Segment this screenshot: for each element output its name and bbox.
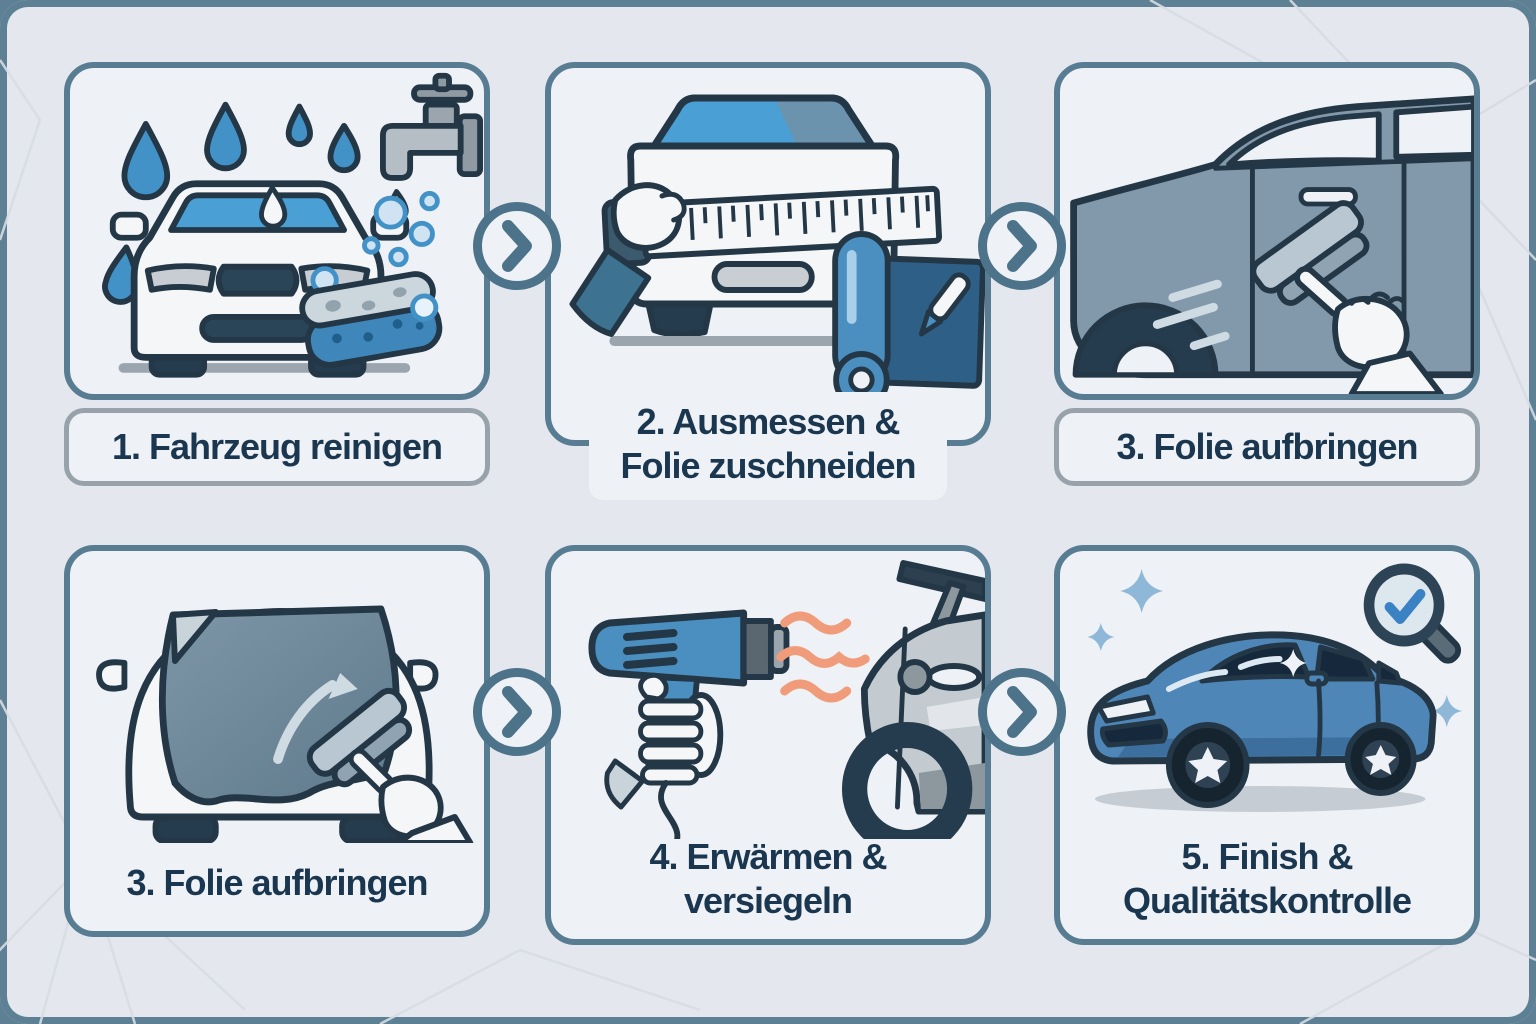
step-5-label: 4. Erwärmen & versiegeln	[561, 835, 975, 923]
car-wash-illustration	[102, 72, 484, 378]
step-2-label-line-2: Folie zuschneiden	[620, 444, 916, 486]
film-roll-and-cutter-icon	[832, 231, 985, 408]
hand-holding-ruler-icon	[569, 182, 687, 337]
step-connector-1	[473, 202, 561, 290]
measure-and-cut-film-illustration	[569, 94, 985, 408]
ground-line	[609, 336, 902, 346]
step-panel-6: 5. Finish & Qualitätskontrolle	[1054, 545, 1480, 945]
sponge-icon	[299, 271, 443, 368]
checkmark-icon	[1384, 589, 1426, 624]
step-5-illustration-panel: 4. Erwärmen & versiegeln	[545, 545, 991, 945]
car-door-section-icon	[841, 560, 985, 839]
step-panel-3: 3. Folie aufbringen	[1054, 62, 1480, 486]
step-connector-3	[473, 668, 561, 756]
direction-arrow-icon	[273, 673, 358, 764]
step-6-label-line-1: 5. Finish &	[1181, 836, 1353, 878]
heat-waves-icon	[776, 611, 870, 703]
step-2-label: 2. Ausmessen & Folie zuschneiden	[589, 392, 947, 500]
hand-icon	[348, 748, 474, 843]
apply-film-hood-illustration	[96, 605, 474, 843]
step-panel-5: 4. Erwärmen & versiegeln	[545, 545, 991, 945]
car-side-icon	[1070, 95, 1474, 379]
chevron-right-icon	[1007, 220, 1037, 272]
step-2-label-line-1: 2. Ausmessen &	[636, 401, 901, 442]
finished-car-icon	[1087, 631, 1437, 808]
step-2-illustration-panel	[545, 62, 991, 446]
step-3-label: 3. Folie aufbringen	[1054, 408, 1480, 486]
heat-gun-icon	[588, 609, 790, 839]
step-6-label: 5. Finish & Qualitätskontrolle	[1070, 835, 1464, 923]
step-connector-4	[978, 668, 1066, 756]
step-panel-1: 1. Fahrzeug reinigen	[64, 62, 490, 486]
squeegee-icon	[306, 687, 413, 788]
step-panel-2: 2. Ausmessen & Folie zuschneiden	[545, 62, 991, 500]
step-panel-4: 3. Folie aufbringen	[64, 545, 490, 937]
heat-gun-sealing-illustration	[588, 560, 985, 839]
step-3-illustration-panel	[1054, 62, 1480, 400]
chevron-right-icon	[502, 220, 532, 272]
motion-lines	[1152, 279, 1230, 351]
faucet-icon	[380, 72, 484, 222]
step-4-illustration-panel: 3. Folie aufbringen	[64, 545, 490, 937]
step-1-label-text: 1. Fahrzeug reinigen	[111, 426, 443, 468]
step-1-label: 1. Fahrzeug reinigen	[64, 408, 490, 486]
magnifier-check-icon	[1363, 563, 1462, 664]
step-6-label-line-2: Qualitätskontrolle	[1122, 880, 1412, 922]
hand-icon	[1294, 265, 1444, 394]
step-connector-2	[978, 202, 1066, 290]
step-6-illustration-panel: 5. Finish & Qualitätskontrolle	[1054, 545, 1480, 945]
sparkle-icons	[1087, 569, 1463, 727]
step-5-label-line-1: 4. Erwärmen &	[649, 836, 887, 878]
finished-car-quality-check-illustration	[1087, 563, 1463, 812]
step-3-label-text: 3. Folie aufbringen	[1116, 426, 1418, 468]
step-4-label-text: 3. Folie aufbringen	[126, 862, 428, 904]
chevron-right-icon	[1007, 686, 1037, 738]
water-drops-icon	[102, 101, 361, 305]
chevron-right-icon	[502, 686, 532, 738]
apply-film-door-illustration	[1070, 95, 1474, 394]
step-5-label-line-2: versiegeln	[683, 880, 853, 922]
step-4-label: 3. Folie aufbringen	[80, 861, 474, 905]
step-1-illustration-panel	[64, 62, 490, 400]
